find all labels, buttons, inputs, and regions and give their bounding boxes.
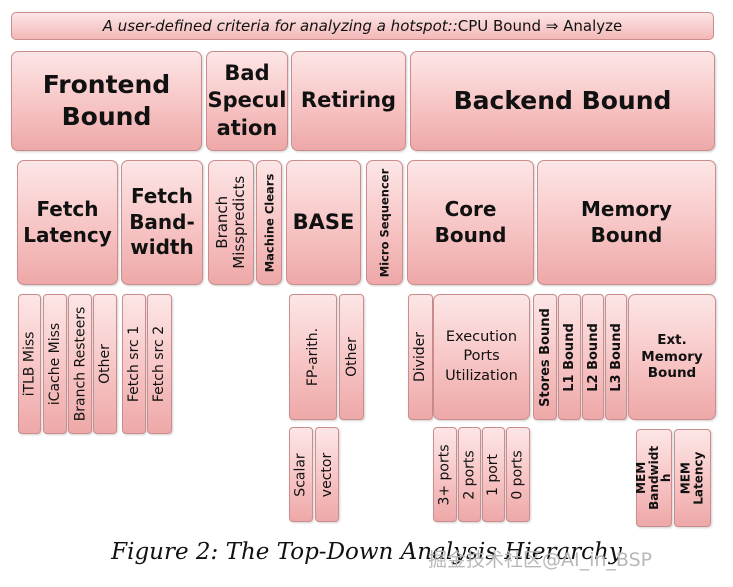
ports-3plus-node: 3+ ports: [433, 427, 457, 522]
branch-mispredicts-label: Branch Misspredicts: [212, 176, 248, 269]
itlb-miss-node: iTLB Miss: [18, 294, 41, 434]
memory-bound-node: Memory Bound: [537, 160, 716, 285]
retiring-label: Retiring: [300, 88, 397, 113]
branch-mispredicts-node: Branch Misspredicts: [208, 160, 254, 285]
branch-resteers-label: Branch Resteers: [72, 306, 89, 422]
machine-clears-node: Machine Clears: [256, 160, 282, 285]
vector-node: vector: [315, 427, 339, 522]
ext-memory-bound-node: Ext. Memory Bound: [628, 294, 716, 420]
itlb-miss-label: iTLB Miss: [21, 331, 38, 397]
fetch-latency-node: Fetch Latency: [17, 160, 118, 285]
fetch-src2-label: Fetch src 2: [151, 325, 168, 403]
base-other-node: Other: [339, 294, 364, 420]
retiring-node: Retiring: [291, 51, 406, 151]
divider-label: Divider: [412, 331, 429, 383]
scalar-node: Scalar: [289, 427, 313, 522]
ext-memory-bound-label: Ext. Memory Bound: [641, 331, 703, 382]
fp-arith-label: FP-arith.: [305, 327, 321, 387]
watermark-text: 掘金技术社区@AI_in_BSP: [428, 549, 653, 571]
bad-speculation-label: Bad Specul ation: [207, 61, 287, 140]
l1-bound-node: L1 Bound: [558, 294, 581, 420]
core-bound-node: Core Bound: [407, 160, 534, 285]
fetch-src1-node: Fetch src 1: [122, 294, 146, 434]
banner-plain-text: CPU Bound ⇒ Analyze: [457, 17, 623, 35]
frontend-bound-label: Frontend Bound: [42, 69, 171, 132]
icache-miss-label: iCache Miss: [47, 322, 63, 406]
ports-3plus-label: 3+ ports: [437, 443, 453, 506]
l3-bound-node: L3 Bound: [605, 294, 627, 420]
bad-speculation-node: Bad Specul ation: [206, 51, 288, 151]
execution-ports-label: Execution Ports Utilization: [445, 328, 518, 384]
l2-bound-node: L2 Bound: [582, 294, 604, 420]
ports-0-label: 0 ports: [510, 449, 527, 500]
stores-bound-node: Stores Bound: [533, 294, 557, 420]
ports-2-label: 2 ports: [461, 449, 478, 500]
divider-node: Divider: [408, 294, 433, 420]
vector-label: vector: [319, 452, 335, 497]
frontend-bound-node: Frontend Bound: [11, 51, 202, 151]
backend-bound-label: Backend Bound: [453, 85, 672, 115]
fetch-src1-label: Fetch src 1: [126, 325, 142, 403]
ports-0-node: 0 ports: [506, 427, 530, 522]
micro-sequencer-label: Micro Sequencer: [377, 168, 392, 277]
port-1-node: 1 port: [482, 427, 505, 522]
scalar-label: Scalar: [293, 452, 310, 497]
fetch-bandwidth-label: Fetch Band- width: [129, 184, 195, 260]
l2-bound-label: L2 Bound: [585, 322, 601, 392]
micro-sequencer-node: Micro Sequencer: [366, 160, 403, 285]
mem-bandwidth-node: MEM Bandwidt h: [634, 429, 674, 527]
machine-clears-label: Machine Clears: [262, 173, 277, 272]
fetch-latency-other-node: Other: [93, 294, 117, 434]
banner-italic-text: A user-defined criteria for analyzing a …: [102, 17, 458, 35]
l1-bound-label: L1 Bound: [562, 322, 578, 392]
port-1-label: 1 port: [485, 453, 502, 496]
figure-caption: Figure 2: The Top-Down Analysis Hierarch…: [111, 539, 622, 565]
ports-2-node: 2 ports: [458, 427, 481, 522]
branch-resteers-node: Branch Resteers: [68, 294, 92, 434]
mem-bandwidth-label: MEM Bandwidt h: [634, 446, 674, 510]
base-label: BASE: [292, 209, 355, 234]
core-bound-label: Core Bound: [434, 196, 507, 247]
fetch-latency-other-label: Other: [97, 344, 114, 384]
execution-ports-node: Execution Ports Utilization: [433, 294, 530, 420]
mem-latency-label: MEM Latency: [678, 451, 706, 505]
fp-arith-node: FP-arith.: [289, 294, 337, 420]
memory-bound-label: Memory Bound: [581, 196, 672, 247]
base-node: BASE: [286, 160, 361, 285]
l3-bound-label: L3 Bound: [608, 322, 624, 392]
criteria-banner: A user-defined criteria for analyzing a …: [11, 12, 714, 40]
backend-bound-node: Backend Bound: [410, 51, 715, 151]
base-other-label: Other: [343, 337, 360, 377]
fetch-bandwidth-node: Fetch Band- width: [121, 160, 203, 285]
icache-miss-node: iCache Miss: [43, 294, 67, 434]
mem-latency-node: MEM Latency: [674, 429, 711, 527]
stores-bound-label: Stores Bound: [537, 307, 553, 407]
fetch-src2-node: Fetch src 2: [147, 294, 172, 434]
fetch-latency-label: Fetch Latency: [23, 196, 112, 247]
